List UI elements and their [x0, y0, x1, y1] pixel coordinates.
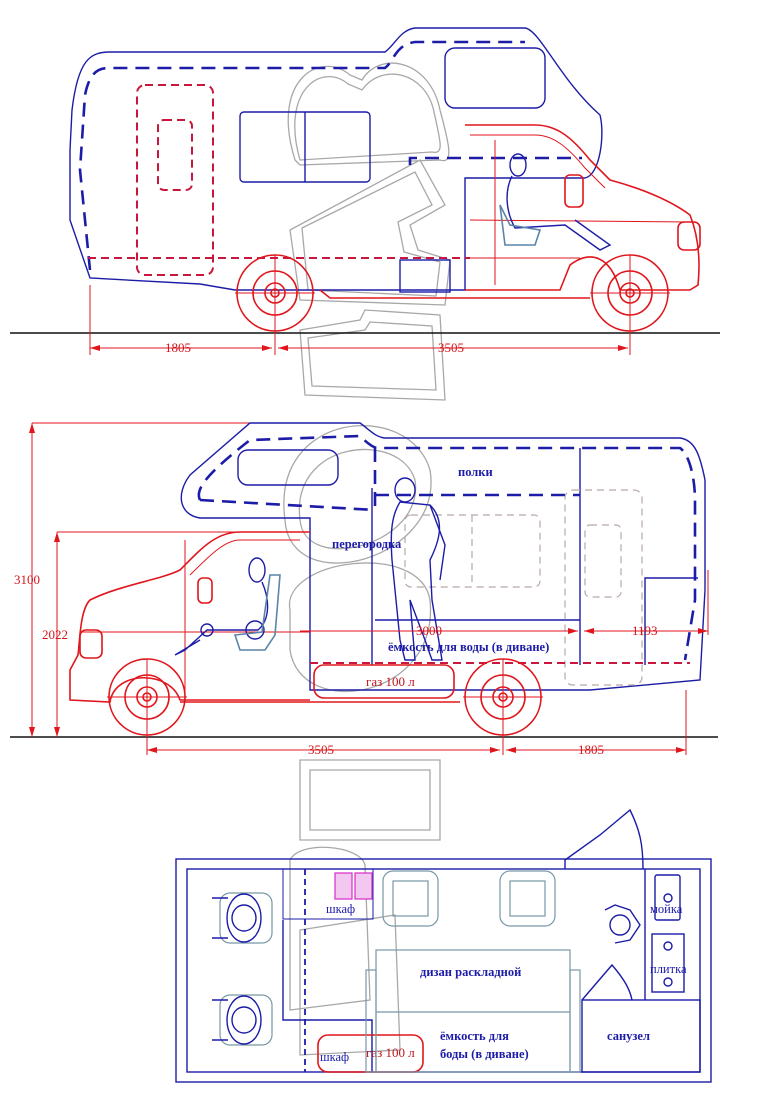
dim-rear-overhang-1: 1805: [165, 340, 191, 355]
dim-rear-overhang-2: 1805: [578, 742, 604, 757]
dim-wheelbase-1: 3505: [438, 340, 464, 355]
label-water-tank-side: ёмкость для воды (в диване): [388, 640, 549, 654]
label-gas-tank-side: газ 100 л: [366, 674, 415, 689]
label-stove: плитка: [650, 962, 687, 976]
driver-figure-left: [174, 557, 281, 656]
label-wardrobe-top: шкаф: [326, 902, 355, 916]
dim-rear-section: 1193: [632, 623, 658, 638]
label-water-tank-plan-1: ёмкость для: [440, 1029, 509, 1043]
front-wheel-2: [107, 658, 187, 755]
dim-total-height: 3100: [14, 572, 40, 587]
cab-seat-right: [212, 994, 273, 1046]
side-view-right: 1805 3505: [10, 27, 720, 355]
label-bathroom: санузел: [607, 1029, 650, 1043]
cab-seat-left: [212, 892, 273, 944]
label-sink: мойка: [650, 902, 683, 916]
dim-cab-height: 2022: [42, 627, 68, 642]
label-shelves: полки: [458, 465, 493, 479]
armchair-2: [499, 870, 556, 927]
driver-figure-right: [499, 153, 612, 251]
label-water-tank-plan-2: боды (в диване): [440, 1047, 529, 1061]
label-partition: перегородка: [332, 537, 402, 551]
rear-wheel-2: [463, 658, 543, 755]
label-sofa: дизан раскладной: [420, 965, 521, 979]
dim-wheelbase-2: 3505: [308, 742, 334, 757]
person-top-view: [604, 904, 641, 944]
side-view-left: 3100 2022 газ 100 л: [10, 422, 718, 757]
dim-interior-length: 3000: [416, 623, 442, 638]
label-gas-tank-plan: газ 100 л: [366, 1045, 415, 1060]
watermark: [283, 62, 451, 1056]
front-wheel-1: [590, 254, 670, 355]
armchair-1: [382, 870, 439, 927]
plan-view: шкаф шкаф газ 100 л: [175, 808, 712, 1083]
rear-wheel-1: [235, 254, 315, 355]
label-wardrobe-bottom: шкаф: [320, 1050, 349, 1064]
standing-person: [390, 477, 446, 661]
